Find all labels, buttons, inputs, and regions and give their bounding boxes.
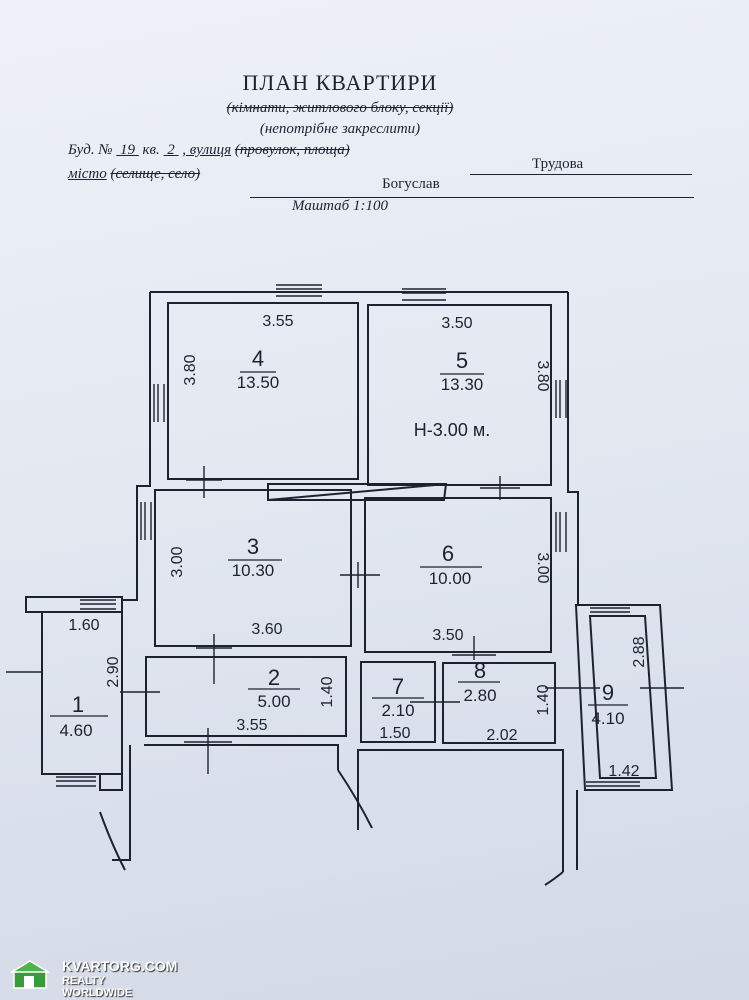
street-struck: (провулок, площа) [234,142,350,158]
city-struck: (селище, село) [110,166,201,182]
dim-room2-height: 1.40 [319,676,336,707]
wall-outer-right [567,292,579,604]
wall-outer-left [122,292,151,601]
dim-room9-height: 2.88 [631,636,648,667]
room-8-walls [442,662,556,744]
dim-room4-width: 3.55 [262,313,293,330]
room-1-area: 4.60 [59,721,92,740]
room-6-area: 10.00 [429,569,472,588]
page-title: ПЛАН КВАРТИРИ [242,70,438,95]
dim-room8-width: 2.02 [486,727,517,744]
room-5-number: 5 [456,348,468,373]
dim-room9-width: 1.42 [608,763,639,780]
apt-label: кв. [142,142,160,158]
arc-lower-mid [337,769,373,829]
wall-lower-right [357,749,564,872]
apt-number: 2 [164,142,179,158]
subtitle-note: (непотрібне закреслити) [259,121,421,137]
kvartorg-watermark: KVARTORG.COM REALTY WORLDWIDE [10,958,178,999]
room-7-area: 2.10 [381,701,414,720]
city-underline [250,197,694,198]
room-4-area: 13.50 [237,373,280,392]
subtitle-struck-text: (кімнати, житлового блоку, секції) [226,100,454,116]
room-8-number: 8 [474,658,486,683]
room-1-number: 1 [72,692,84,717]
room-9-area: 4.10 [591,709,624,728]
room-9-inner [588,615,658,779]
dim-room6-height: 3.00 [534,552,551,583]
room-6-number: 6 [442,541,454,566]
room-3-walls [154,489,352,647]
subtitle-struck: (кімнати, житлового блоку, секції) [0,100,680,117]
arc-lower-left [99,811,126,871]
watermark-brand: KVARTORG.COM [62,958,178,974]
room-3-number: 3 [247,534,259,559]
dim-room8-height: 1.40 [535,684,552,715]
window-room4-left [153,384,165,422]
building-number: 19 [116,142,139,158]
plan-walls [25,291,674,886]
room-9-number: 9 [602,680,614,705]
window-room5-right [555,380,567,418]
dim-room3-height: 3.00 [169,546,186,577]
dim-room4-height: 3.80 [182,354,199,385]
room-9-walls [574,604,674,791]
room-3-area: 10.30 [232,561,275,580]
ceiling-height-note: Н-3.00 м. [414,420,490,440]
wall-lower-mid-left [144,744,339,770]
watermark-tagline: REALTY WORLDWIDE [62,975,133,999]
apt-number-value: 2 [167,142,175,158]
scale-label: Маштаб 1:100 [292,198,388,214]
city-label: місто [68,166,107,182]
dim-room3-width: 3.60 [251,621,282,638]
street-label: , вулиця [182,142,232,158]
building-number-value: 19 [120,142,136,158]
room-5-walls [367,304,552,486]
window-room3-left [140,502,152,540]
room-labels: 4 13.50 5 13.30 Н-3.00 м. 3 10.30 6 10.0… [59,346,624,740]
city-value: Богуслав [382,176,440,192]
window-room9-top [590,607,630,613]
window-top-right [402,288,446,301]
street-underline [470,174,692,175]
dim-room1-width: 1.60 [68,617,99,634]
dim-room7-width: 1.50 [379,725,410,742]
label-underlines [50,371,628,717]
window-room9-bottom [586,781,640,787]
dim-room1-height: 2.90 [105,656,122,687]
window-top-left [276,284,322,297]
dim-room6-width: 3.50 [432,627,463,644]
city-line: місто (селище, село) [68,166,200,183]
window-room1-top [80,599,116,610]
dim-room5-width: 3.50 [441,315,472,332]
arc-lower-right [544,871,564,886]
room-1-inner [41,611,123,775]
room-2-area: 5.00 [257,692,290,711]
address-line: Буд. № 19 кв. 2 , вулиця (провулок, площ… [68,142,350,159]
house-logo-icon [10,960,51,989]
corridor-walls [267,483,448,501]
door-ticks [6,466,684,774]
dim-room5-height: 3.80 [534,360,551,391]
room-8-area: 2.80 [463,686,496,705]
dim-room2-width: 3.55 [236,717,267,734]
room-4-number: 4 [252,346,264,371]
room-7-number: 7 [392,674,404,699]
room-5-area: 13.30 [441,375,484,394]
corridor-diagonal [267,483,447,501]
room-4-walls [167,302,359,480]
building-label: Буд. № [68,142,113,158]
wall-lower-left [112,745,131,861]
street-value: Трудова [532,156,584,172]
window-room1-bottom [56,776,96,787]
room-2-walls [145,656,347,737]
window-room6-right [555,512,567,552]
room-2-number: 2 [268,665,280,690]
windows [56,284,640,787]
dimension-labels: 3.55 3.80 3.50 3.80 3.60 3.00 3.50 3.00 … [68,313,648,780]
